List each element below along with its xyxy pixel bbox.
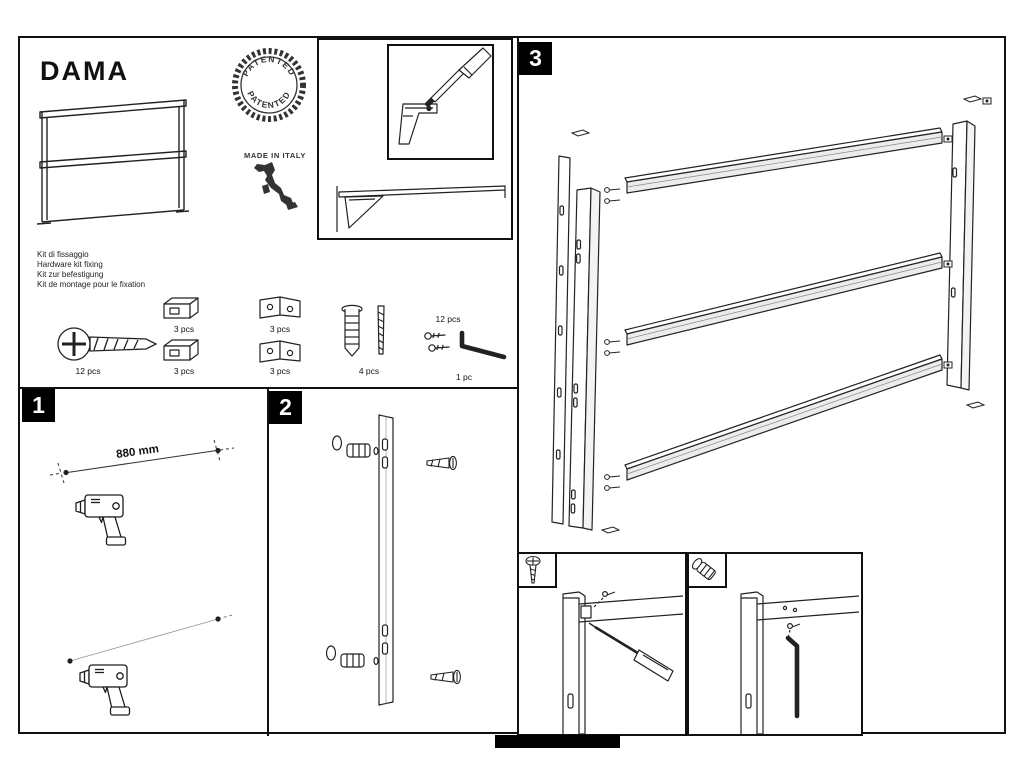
- detail-inset-allen-key: [687, 552, 863, 736]
- screwdriver-assembly-illustration: [562, 590, 684, 734]
- allen-key-qty: 1 pc: [455, 372, 473, 382]
- shelf-bracket-illustration: [336, 185, 506, 232]
- allen-key-assembly-illustration: [740, 591, 860, 734]
- left-front-post: [568, 187, 601, 531]
- screw-icon: [525, 555, 541, 584]
- product-title: DAMA: [40, 56, 129, 86]
- screwdriver-profile-illustration: [398, 47, 492, 145]
- clip-b-icon: [163, 339, 199, 361]
- mounting-plates: [570, 95, 986, 534]
- divider-step1-step2: [267, 387, 269, 736]
- inset-b-icon-box: [689, 554, 727, 588]
- rail-top: [624, 127, 943, 194]
- right-post: [946, 120, 976, 391]
- step-3-exploded-view: [551, 95, 992, 534]
- footer-marker: [495, 735, 620, 748]
- patented-stamp: PATENTED PATENTED: [232, 48, 306, 122]
- made-in-italy-block: MADE IN ITALY: [244, 151, 306, 210]
- clip-b-qty: 3 pcs: [173, 366, 195, 376]
- left-back-post: [551, 155, 571, 525]
- made-in-italy-label: MADE IN ITALY: [244, 151, 306, 160]
- allen-key-glyph-large: [785, 635, 800, 719]
- anchor-qty: 4 pcs: [358, 366, 380, 376]
- step-2-label: 2: [269, 391, 302, 424]
- bracket-a-qty: 3 pcs: [269, 324, 291, 334]
- rail-bottom: [624, 354, 943, 481]
- anchor-plug-top: [331, 435, 371, 458]
- kit-line-en: Hardware kit fixing: [37, 260, 103, 269]
- profile-closeup-box: [387, 44, 494, 160]
- clip-a-qty: 3 pcs: [173, 324, 195, 334]
- drill-icon-top: [75, 494, 127, 546]
- bracket-a-icon: [259, 296, 301, 319]
- step-2-illustration: [325, 414, 461, 706]
- wall-rail: [373, 414, 394, 706]
- main-screw-icon: [57, 327, 158, 361]
- divider-left-horizontal: [20, 387, 519, 389]
- measurement-label: 880 mm: [116, 443, 160, 461]
- step-3-label: 3: [519, 42, 552, 75]
- rail-end-screws: [604, 187, 621, 491]
- kit-line-it: Kit di fissaggio: [37, 250, 89, 259]
- main-screw-qty: 12 pcs: [75, 366, 101, 376]
- bracket-b-icon: [259, 340, 301, 363]
- rail-end-clips: [943, 97, 992, 369]
- bracket-b-qty: 3 pcs: [269, 366, 291, 376]
- drill-icon-bottom: [79, 664, 131, 716]
- kit-line-de: Kit zur befestigung: [37, 270, 104, 279]
- detail-inset-screwdriver: [517, 552, 687, 736]
- screw-top: [426, 455, 457, 471]
- product-frame-illustration: [36, 99, 190, 225]
- kit-description: Kit di fissaggio Hardware kit fixing Kit…: [37, 250, 145, 290]
- sheet-border: DAMA PATENTED: [18, 36, 1006, 736]
- anchor-plug-icon: [691, 558, 716, 581]
- profile-detail-inset: [317, 38, 513, 240]
- small-screws-qty: 12 pcs: [435, 314, 461, 324]
- rail-middle: [624, 252, 943, 346]
- step-1-illustration: 880 mm: [49, 439, 235, 716]
- allen-key-glyph: [459, 330, 507, 360]
- italy-map-icon: [254, 162, 298, 210]
- small-screws-and-allen-key-icon: [424, 330, 507, 360]
- anchor-and-stud-icon: [341, 304, 385, 357]
- screw-bottom: [430, 669, 461, 685]
- kit-line-fr: Kit de montage pour le fixation: [37, 280, 146, 289]
- anchor-plug-bottom: [325, 645, 365, 668]
- clip-a-icon: [163, 297, 199, 319]
- step-1-label: 1: [22, 389, 55, 422]
- inset-a-icon-box: [519, 554, 557, 588]
